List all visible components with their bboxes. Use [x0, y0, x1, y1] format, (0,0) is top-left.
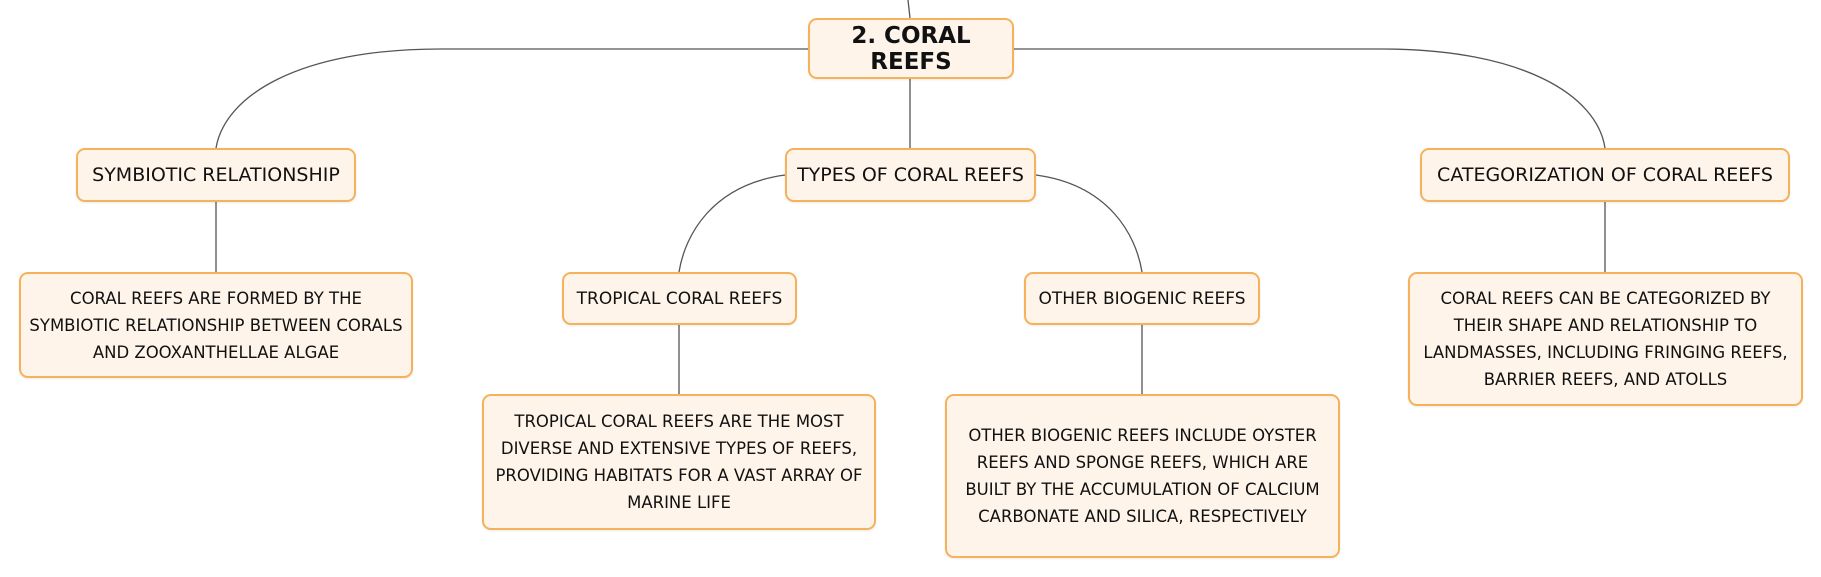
sub-branch-label: TROPICAL CORAL REEFS: [576, 288, 783, 309]
branch-symbiotic-relationship[interactable]: SYMBIOTIC RELATIONSHIP: [76, 148, 356, 202]
description-text: TROPICAL CORAL REEFS ARE THE MOST DIVERS…: [495, 412, 863, 512]
connector-root-to-symbiotic: [215, 48, 808, 149]
description-text: CORAL REEFS CAN BE CATEGORIZED BY THEIR …: [1423, 289, 1788, 389]
sub-branch-label: OTHER BIOGENIC REEFS: [1038, 288, 1246, 309]
branch-label: CATEGORIZATION OF CORAL REEFS: [1437, 164, 1773, 186]
connector-types-to-tropical: [678, 174, 786, 273]
categorization-description[interactable]: CORAL REEFS CAN BE CATEGORIZED BY THEIR …: [1408, 272, 1803, 406]
branch-label: SYMBIOTIC RELATIONSHIP: [92, 164, 340, 186]
other-biogenic-description[interactable]: OTHER BIOGENIC REEFS INCLUDE OYSTER REEF…: [945, 394, 1340, 558]
description-text: OTHER BIOGENIC REEFS INCLUDE OYSTER REEF…: [965, 426, 1320, 526]
branch-label: TYPES OF CORAL REEFS: [797, 164, 1024, 186]
symbiotic-description[interactable]: CORAL REEFS ARE FORMED BY THE SYMBIOTIC …: [19, 272, 413, 378]
connector-parent-to-root: [907, 0, 911, 19]
branch-types-of-coral-reefs[interactable]: TYPES OF CORAL REEFS: [785, 148, 1036, 202]
root-node[interactable]: 2. CORAL REEFS: [808, 18, 1014, 79]
sub-branch-other-biogenic-reefs[interactable]: OTHER BIOGENIC REEFS: [1024, 272, 1260, 325]
sub-branch-tropical-coral-reefs[interactable]: TROPICAL CORAL REEFS: [562, 272, 797, 325]
branch-categorization-of-coral-reefs[interactable]: CATEGORIZATION OF CORAL REEFS: [1420, 148, 1790, 202]
tropical-description[interactable]: TROPICAL CORAL REEFS ARE THE MOST DIVERS…: [482, 394, 876, 530]
connector-types-to-other: [1035, 174, 1143, 273]
description-text: CORAL REEFS ARE FORMED BY THE SYMBIOTIC …: [29, 288, 403, 362]
root-label: 2. CORAL REEFS: [851, 22, 971, 75]
connector-root-to-categorization: [1014, 48, 1606, 149]
